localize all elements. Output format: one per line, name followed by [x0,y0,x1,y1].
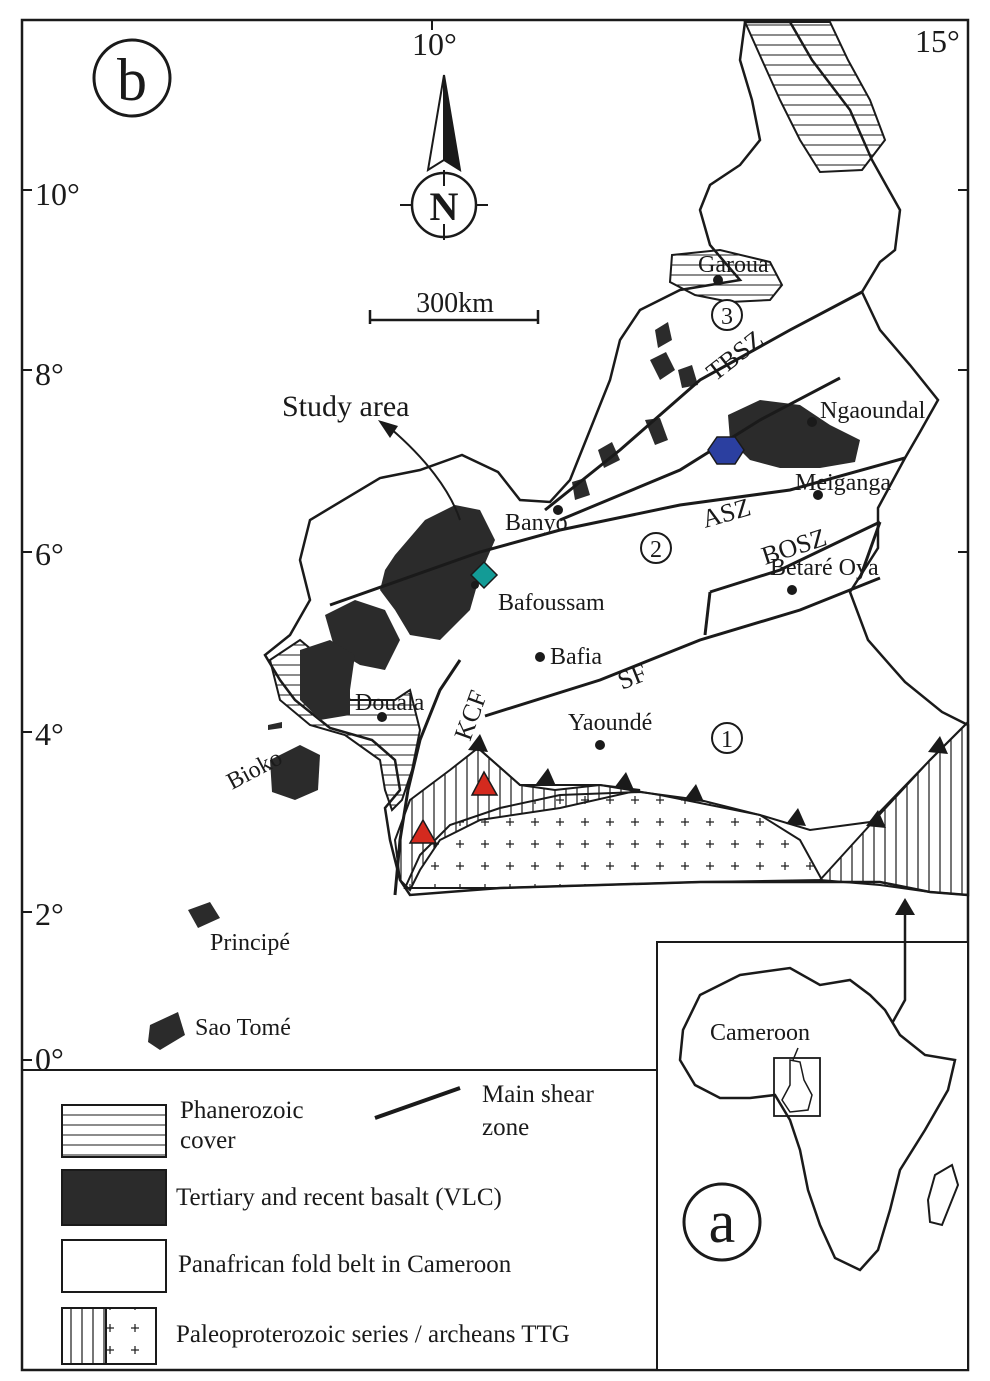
latitude-8: 8° [35,356,64,392]
red-triangle-1 [470,770,499,796]
longitude-10: 10° [412,26,457,62]
legend-paleo: Paleoproterozoic series / archeans TTG [176,1321,570,1348]
teal-diamond [469,560,499,590]
place-garoua: Garoua [698,252,769,278]
phanerozoic-north [743,21,887,174]
scale-bar [368,310,540,324]
legend-shear-1: Main shear [482,1081,594,1108]
place-sao-tome: Sao Tomé [195,1015,291,1041]
inset-pointer-head [895,898,915,915]
archean-ttg [403,790,824,889]
place-bafia: Bafia [550,644,602,670]
madagascar-outline [926,1163,960,1227]
domain-2: 2 [650,537,662,563]
scale-bar-label: 300km [416,288,494,319]
cameroon-inset-shape [781,1059,813,1113]
legend-phanerozoic-2: cover [180,1127,236,1154]
legend-swatch-shear [374,1086,461,1120]
place-meiganga: Meiganga [795,470,891,496]
north-label: N [430,184,459,229]
legend-panafrican: Panafrican fold belt in Cameroon [178,1251,512,1278]
legend-swatch-panafrican [61,1239,167,1293]
blue-hexagon [707,436,745,465]
study-area-arrowhead [378,420,398,438]
phanerozoic-garoua [668,248,784,304]
africa-outline [678,966,957,1272]
place-yaounde: Yaoundé [568,710,652,736]
map-frame [20,18,970,1372]
place-ngaoundal: Ngaoundal [820,398,926,424]
place-banyo: Banyo [505,510,568,536]
north-arrow [400,74,488,240]
domain-1: 1 [721,727,733,753]
legend-swatch-basalt [61,1169,167,1226]
cameroon-leader [792,1047,799,1061]
thrust-teeth [468,734,948,828]
panel-a-circle [682,1182,762,1262]
panel-b-label: b [117,47,147,113]
place-betare-oya: Betaré Oya [770,555,879,581]
place-bafoussam: Bafoussam [498,590,605,616]
latitude-6: 6° [35,536,64,572]
study-area-arrow [389,427,461,521]
longitude-15: 15° [915,23,960,59]
panel-b-circle [92,38,172,118]
cameroon-box [773,1057,821,1117]
paleoproterozoic-east [817,719,969,897]
study-area-label: Study area [282,390,409,423]
latitude-10: 10° [35,176,80,212]
legend-shear-2: zone [482,1114,529,1141]
latitude-2: 2° [35,896,64,932]
panel-a-label: a [709,1189,736,1255]
place-douala: Douala [355,690,425,716]
red-triangle-2 [408,818,438,844]
place-principe: Principé [210,930,290,956]
legend-swatch-phanerozoic [61,1104,167,1158]
legend-phanerozoic-1: Phanerozoic [180,1097,304,1124]
domain-3: 3 [721,304,733,330]
legend-swatch-paleo [61,1307,107,1365]
legend-basalt: Tertiary and recent basalt (VLC) [176,1184,502,1211]
city-dots [377,275,823,750]
domain-markers [640,299,743,754]
latitude-4: 4° [35,716,64,752]
latitude-0: 0° [35,1041,64,1077]
inset-cameroon-label: Cameroon [710,1020,810,1046]
legend-swatch-ttg [105,1307,157,1365]
